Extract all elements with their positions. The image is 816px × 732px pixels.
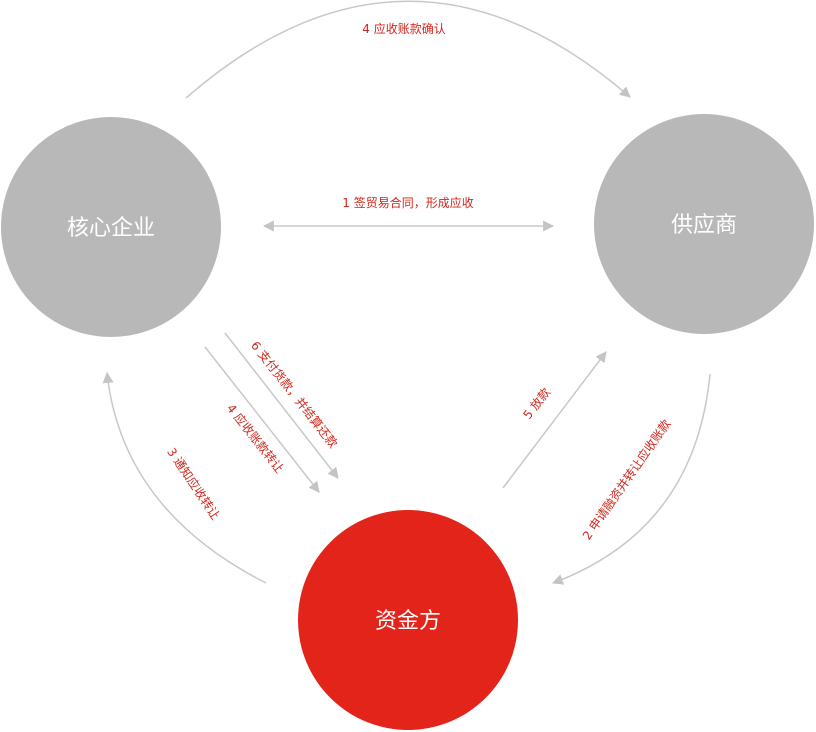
edge-notify-transfer-label: 3 通知应收转让 [164,445,223,523]
funder-label: 资金方 [375,609,441,634]
edge-loan-arrow [502,351,607,489]
edge-pay-goods-label: 6 支付货款，并结算还款 [248,338,341,451]
edge-notify-transfer-arrow [102,371,267,584]
core-enterprise-label: 核心企业 [67,216,155,241]
supplier-node [594,114,814,334]
core-enterprise-node [1,117,221,337]
edge-sign-trade-label: 1 签贸易合同，形成应收 [342,195,473,210]
edge-transfer-receivable-arrow [204,346,320,493]
edge-apply-finance-label: 2 申请融资并转让应收账款 [579,416,674,542]
edge-confirm-receivable-label: 4 应收账款确认 [362,21,445,36]
edge-apply-finance-arrow [551,373,711,585]
edge-loan-label: 5 放款 [520,385,554,422]
edge-pay-goods-arrow [224,332,339,479]
edge-confirm-receivable-arrow [185,0,631,99]
supplier-label: 供应商 [671,213,737,238]
funder-node [298,510,518,730]
